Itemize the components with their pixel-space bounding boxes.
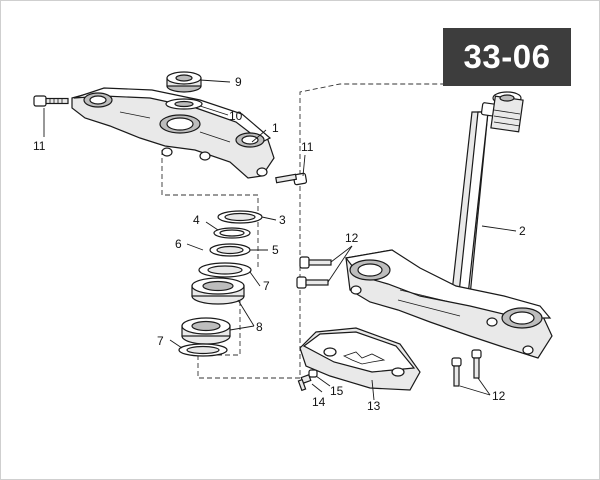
crown-bolt-upper [299, 256, 332, 269]
crown-bolt-vertical-right [471, 349, 482, 379]
crown-bolt-lower [296, 276, 329, 289]
callout-14: 14 [312, 395, 326, 409]
callout-11-left: 11 [33, 139, 46, 153]
callout-11-right: 11 [301, 140, 314, 154]
cover-screw [297, 369, 318, 392]
callout-10: 10 [229, 109, 243, 123]
callout-13: 13 [367, 399, 381, 413]
callout-4: 4 [193, 213, 200, 227]
callout-5: 5 [272, 243, 279, 257]
crown-cover-plate [299, 327, 421, 391]
callout-1: 1 [272, 121, 279, 135]
callout-8: 8 [256, 320, 263, 334]
upper-fork-crown [71, 87, 275, 179]
washer-upper [165, 98, 203, 110]
lower-bearing [181, 317, 231, 345]
callout-12-upper: 12 [345, 231, 359, 245]
callout-15: 15 [330, 384, 344, 398]
lower-fork-crown [344, 249, 553, 359]
seal-ring [217, 210, 263, 224]
lower-seal-ring [178, 343, 228, 357]
callout-3: 3 [279, 213, 286, 227]
dust-seal [209, 243, 251, 257]
callout-7-lower: 7 [157, 334, 164, 348]
callout-9: 9 [235, 75, 242, 89]
crown-bolt-vertical-left [451, 357, 462, 387]
steering-stem [451, 91, 524, 297]
callout-labels: 9 10 1 11 11 4 3 6 5 7 8 7 2 12 12 13 14… [33, 75, 526, 413]
spacer-ring [213, 227, 251, 239]
pinch-bolt-right [275, 172, 308, 186]
callout-6: 6 [175, 237, 182, 251]
eagle-emblem-icon [342, 351, 386, 365]
page-code-badge: 33-06 [443, 28, 571, 86]
pinch-bolt-left [33, 95, 69, 107]
assembly-guide-lines [161, 83, 498, 379]
callout-12-lower: 12 [492, 389, 506, 403]
upper-bearing [191, 277, 245, 305]
bearing-cover [198, 262, 252, 278]
steering-stem-nut [166, 71, 202, 93]
callout-2: 2 [519, 224, 526, 238]
callout-7-upper: 7 [263, 279, 270, 293]
leader-lines [43, 79, 517, 401]
